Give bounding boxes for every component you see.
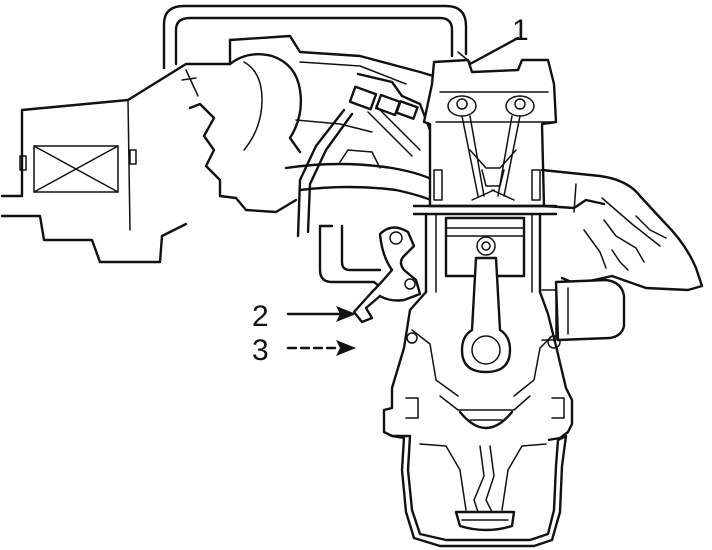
callout-3-label: 3: [252, 334, 269, 367]
exhaust-manifold: [540, 168, 704, 342]
intake-duct: [188, 34, 442, 214]
breather-hose: [162, 4, 468, 97]
vacuum-lines: [284, 108, 442, 294]
callout-1-leader: [457, 36, 520, 66]
coolant-hose: [352, 226, 422, 324]
callout-2-arrow: [286, 306, 356, 322]
engine-block: [382, 58, 574, 548]
fuel-injector: [348, 72, 440, 162]
callout-1-label: 1: [512, 14, 529, 47]
callout-3-arrow: [286, 340, 356, 356]
air-cleaner: [0, 62, 232, 264]
callout-2-label: 2: [252, 300, 269, 333]
